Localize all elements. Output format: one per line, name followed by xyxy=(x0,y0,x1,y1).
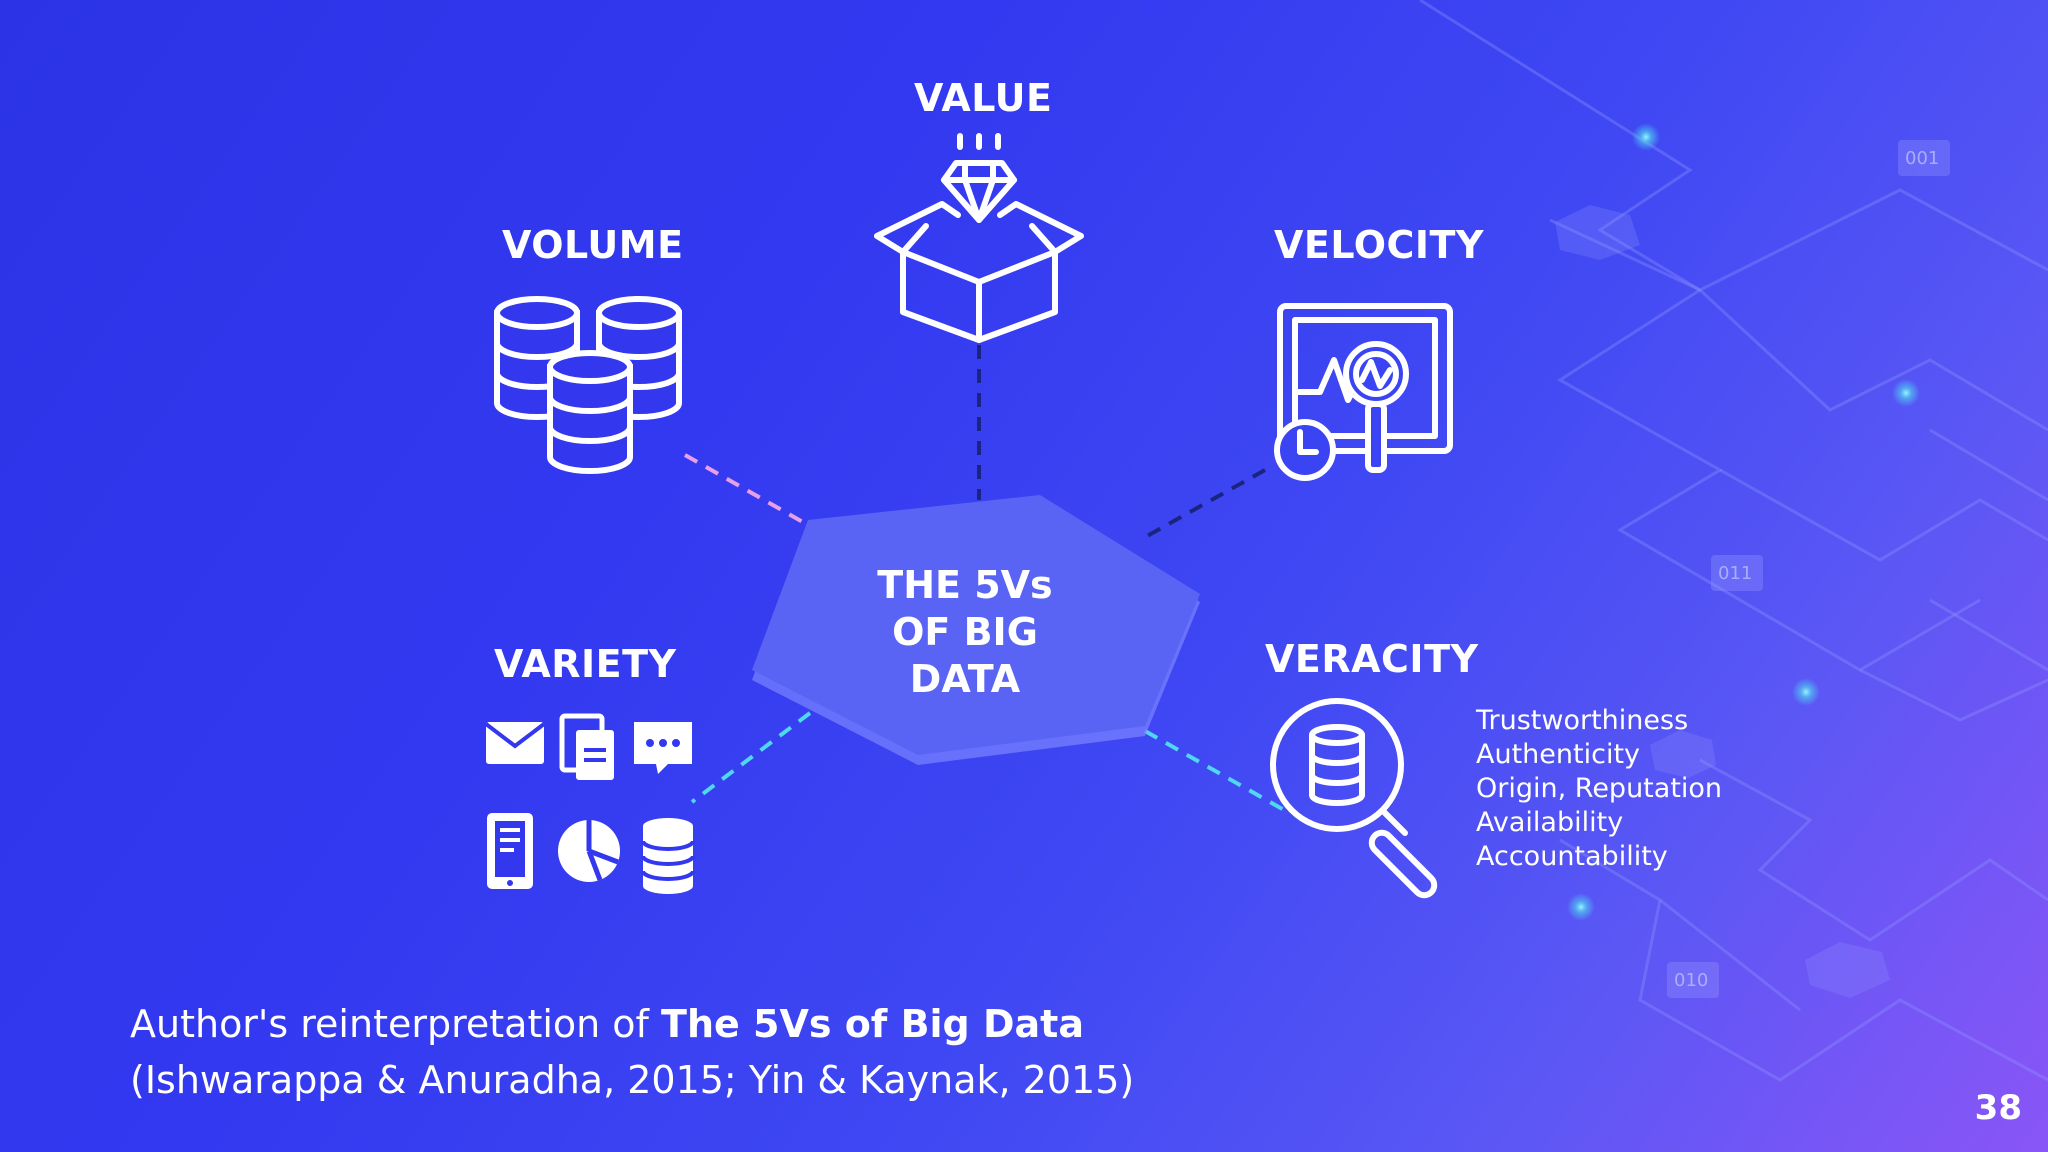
documents-icon xyxy=(559,713,614,780)
pie-chart-icon xyxy=(558,820,620,882)
caption-citation: (Ishwarappa & Anuradha, 2015; Yin & Kayn… xyxy=(130,1058,1135,1102)
center-title: THE 5Vs OF BIG DATA xyxy=(820,562,1110,703)
mobile-phone-icon xyxy=(487,813,533,889)
center-hexagon xyxy=(752,495,1200,765)
caption-line-1: Author's reinterpretation of The 5Vs of … xyxy=(130,996,1134,1052)
chat-bubble-icon xyxy=(634,722,692,774)
caption-bold-title: The 5Vs of Big Data xyxy=(661,1002,1084,1046)
node-label-veracity: VERACITY xyxy=(1265,637,1479,681)
binary-tag: 010 xyxy=(1674,970,1708,991)
node-label-volume: VOLUME xyxy=(502,223,684,267)
page-number: 38 xyxy=(1974,1088,2022,1128)
center-title-line: OF BIG xyxy=(892,610,1038,654)
veracity-item: Availability xyxy=(1476,807,1624,838)
veracity-item: Accountability xyxy=(1476,841,1668,872)
magnifier-database-icon xyxy=(1270,698,1438,899)
veracity-item: Origin, Reputation xyxy=(1476,773,1723,804)
center-title-line: THE 5Vs xyxy=(877,563,1053,607)
database-icon xyxy=(641,818,695,894)
caption-prefix: Author's reinterpretation of xyxy=(130,1002,662,1046)
volume-connector xyxy=(684,453,809,527)
treasure-box-icon xyxy=(874,133,1084,343)
veracity-attributes: Trustworthiness Authenticity Origin, Rep… xyxy=(1476,704,1722,874)
veracity-connector xyxy=(1144,729,1285,812)
veracity-item: Trustworthiness xyxy=(1476,705,1689,736)
mail-icon xyxy=(484,722,546,764)
node-label-variety: VARIETY xyxy=(494,642,677,686)
monitor-analytics-icon xyxy=(1274,303,1453,481)
node-label-velocity: VELOCITY xyxy=(1274,223,1484,267)
binary-tag: 011 xyxy=(1718,563,1752,584)
database-stack-icon xyxy=(494,296,682,474)
center-title-line: DATA xyxy=(909,657,1021,701)
variety-icons xyxy=(484,713,695,894)
veracity-item: Authenticity xyxy=(1476,739,1641,770)
caption: Author's reinterpretation of The 5Vs of … xyxy=(130,996,1134,1108)
variety-connector xyxy=(690,711,812,804)
node-label-value: VALUE xyxy=(914,76,1053,120)
binary-tag: 001 xyxy=(1905,148,1939,169)
velocity-connector xyxy=(1139,468,1266,542)
